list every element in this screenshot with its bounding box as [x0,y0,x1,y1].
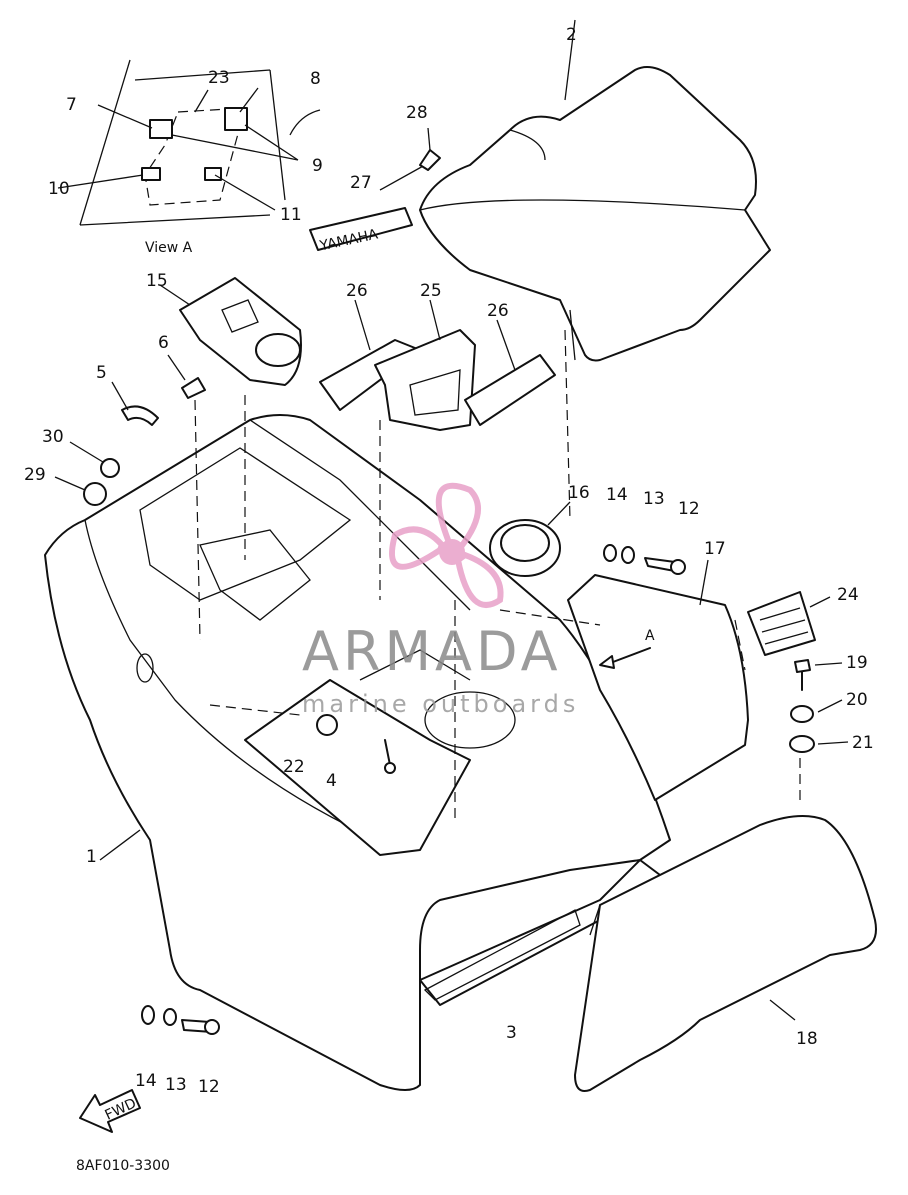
label-20: 20 [846,690,868,710]
propeller-logo [389,482,504,608]
label-29: 29 [24,465,46,485]
label-14-upper: 14 [606,485,628,505]
label-12-upper: 12 [678,499,700,519]
part-22 [316,714,338,736]
main-deck-body-1 [44,414,671,1091]
label-4: 4 [326,771,337,791]
leader-lines [194,329,801,820]
label-15: 15 [146,271,168,291]
label-27: 27 [350,173,372,193]
hatch-cover-2 [419,19,771,362]
label-26-left: 26 [346,281,368,301]
part-code: 8AF010-3300 [76,1158,170,1174]
fwd-text: FWD [102,1095,138,1123]
label-26-right: 26 [487,301,509,321]
watermark-tagline: marine outboards [302,690,579,718]
label-10: 10 [48,179,70,199]
yamaha-decal-27: YAMAHA [309,127,441,255]
label-28: 28 [406,103,428,123]
label-11: 11 [280,205,302,225]
armada-watermark: ARMADA marine outboards [302,482,579,718]
label-16: 16 [568,483,590,503]
bolts-upper [603,544,686,575]
plate-24 [747,591,831,656]
arrow-a-label: A [645,628,655,644]
part-6 [181,377,206,399]
label-18: 18 [796,1029,818,1049]
label-30: 30 [42,427,64,447]
part-labels: 23 8 7 9 10 11 View A 2 28 27 15 26 25 2… [24,25,874,1174]
label-12-lower: 12 [198,1077,220,1097]
small-parts-left [54,354,206,506]
label-24: 24 [837,585,859,605]
part-29 [83,482,107,506]
label-5: 5 [96,363,107,383]
label-22: 22 [283,757,305,777]
pad-10 [141,167,161,181]
label-23: 23 [208,68,230,88]
part-4 [384,739,391,766]
mat-26-right [464,354,556,426]
cover-18 [574,815,877,1092]
panel-17: A [567,559,749,801]
label-21: 21 [852,733,874,753]
pad-7 [149,119,173,139]
label-1: 1 [86,847,97,867]
part-5 [121,405,159,426]
grommet-16 [489,501,571,577]
pad-11 [204,167,222,181]
part-30 [100,458,120,478]
view-a-caption: View A [145,240,193,256]
bolts-lower [141,1005,220,1035]
label-8: 8 [310,69,321,89]
bracket-15 [159,277,302,386]
label-14-lower: 14 [135,1071,157,1091]
view-a-inset [57,59,321,226]
label-13-lower: 13 [165,1075,187,1095]
label-13-upper: 13 [643,489,665,509]
label-3: 3 [506,1023,517,1043]
screw-28 [419,149,441,171]
label-6: 6 [158,333,169,353]
hardware-19-21 [789,659,849,753]
label-25: 25 [420,281,442,301]
label-2: 2 [566,25,577,45]
mats-25-26 [319,299,556,431]
view-a-arrow [599,655,615,669]
fwd-arrow: FWD [79,1089,141,1133]
label-9: 9 [312,156,323,176]
label-17: 17 [704,539,726,559]
label-19: 19 [846,653,868,673]
pad-8 [224,107,248,131]
label-7: 7 [66,95,77,115]
watermark-brand: ARMADA [302,620,562,683]
